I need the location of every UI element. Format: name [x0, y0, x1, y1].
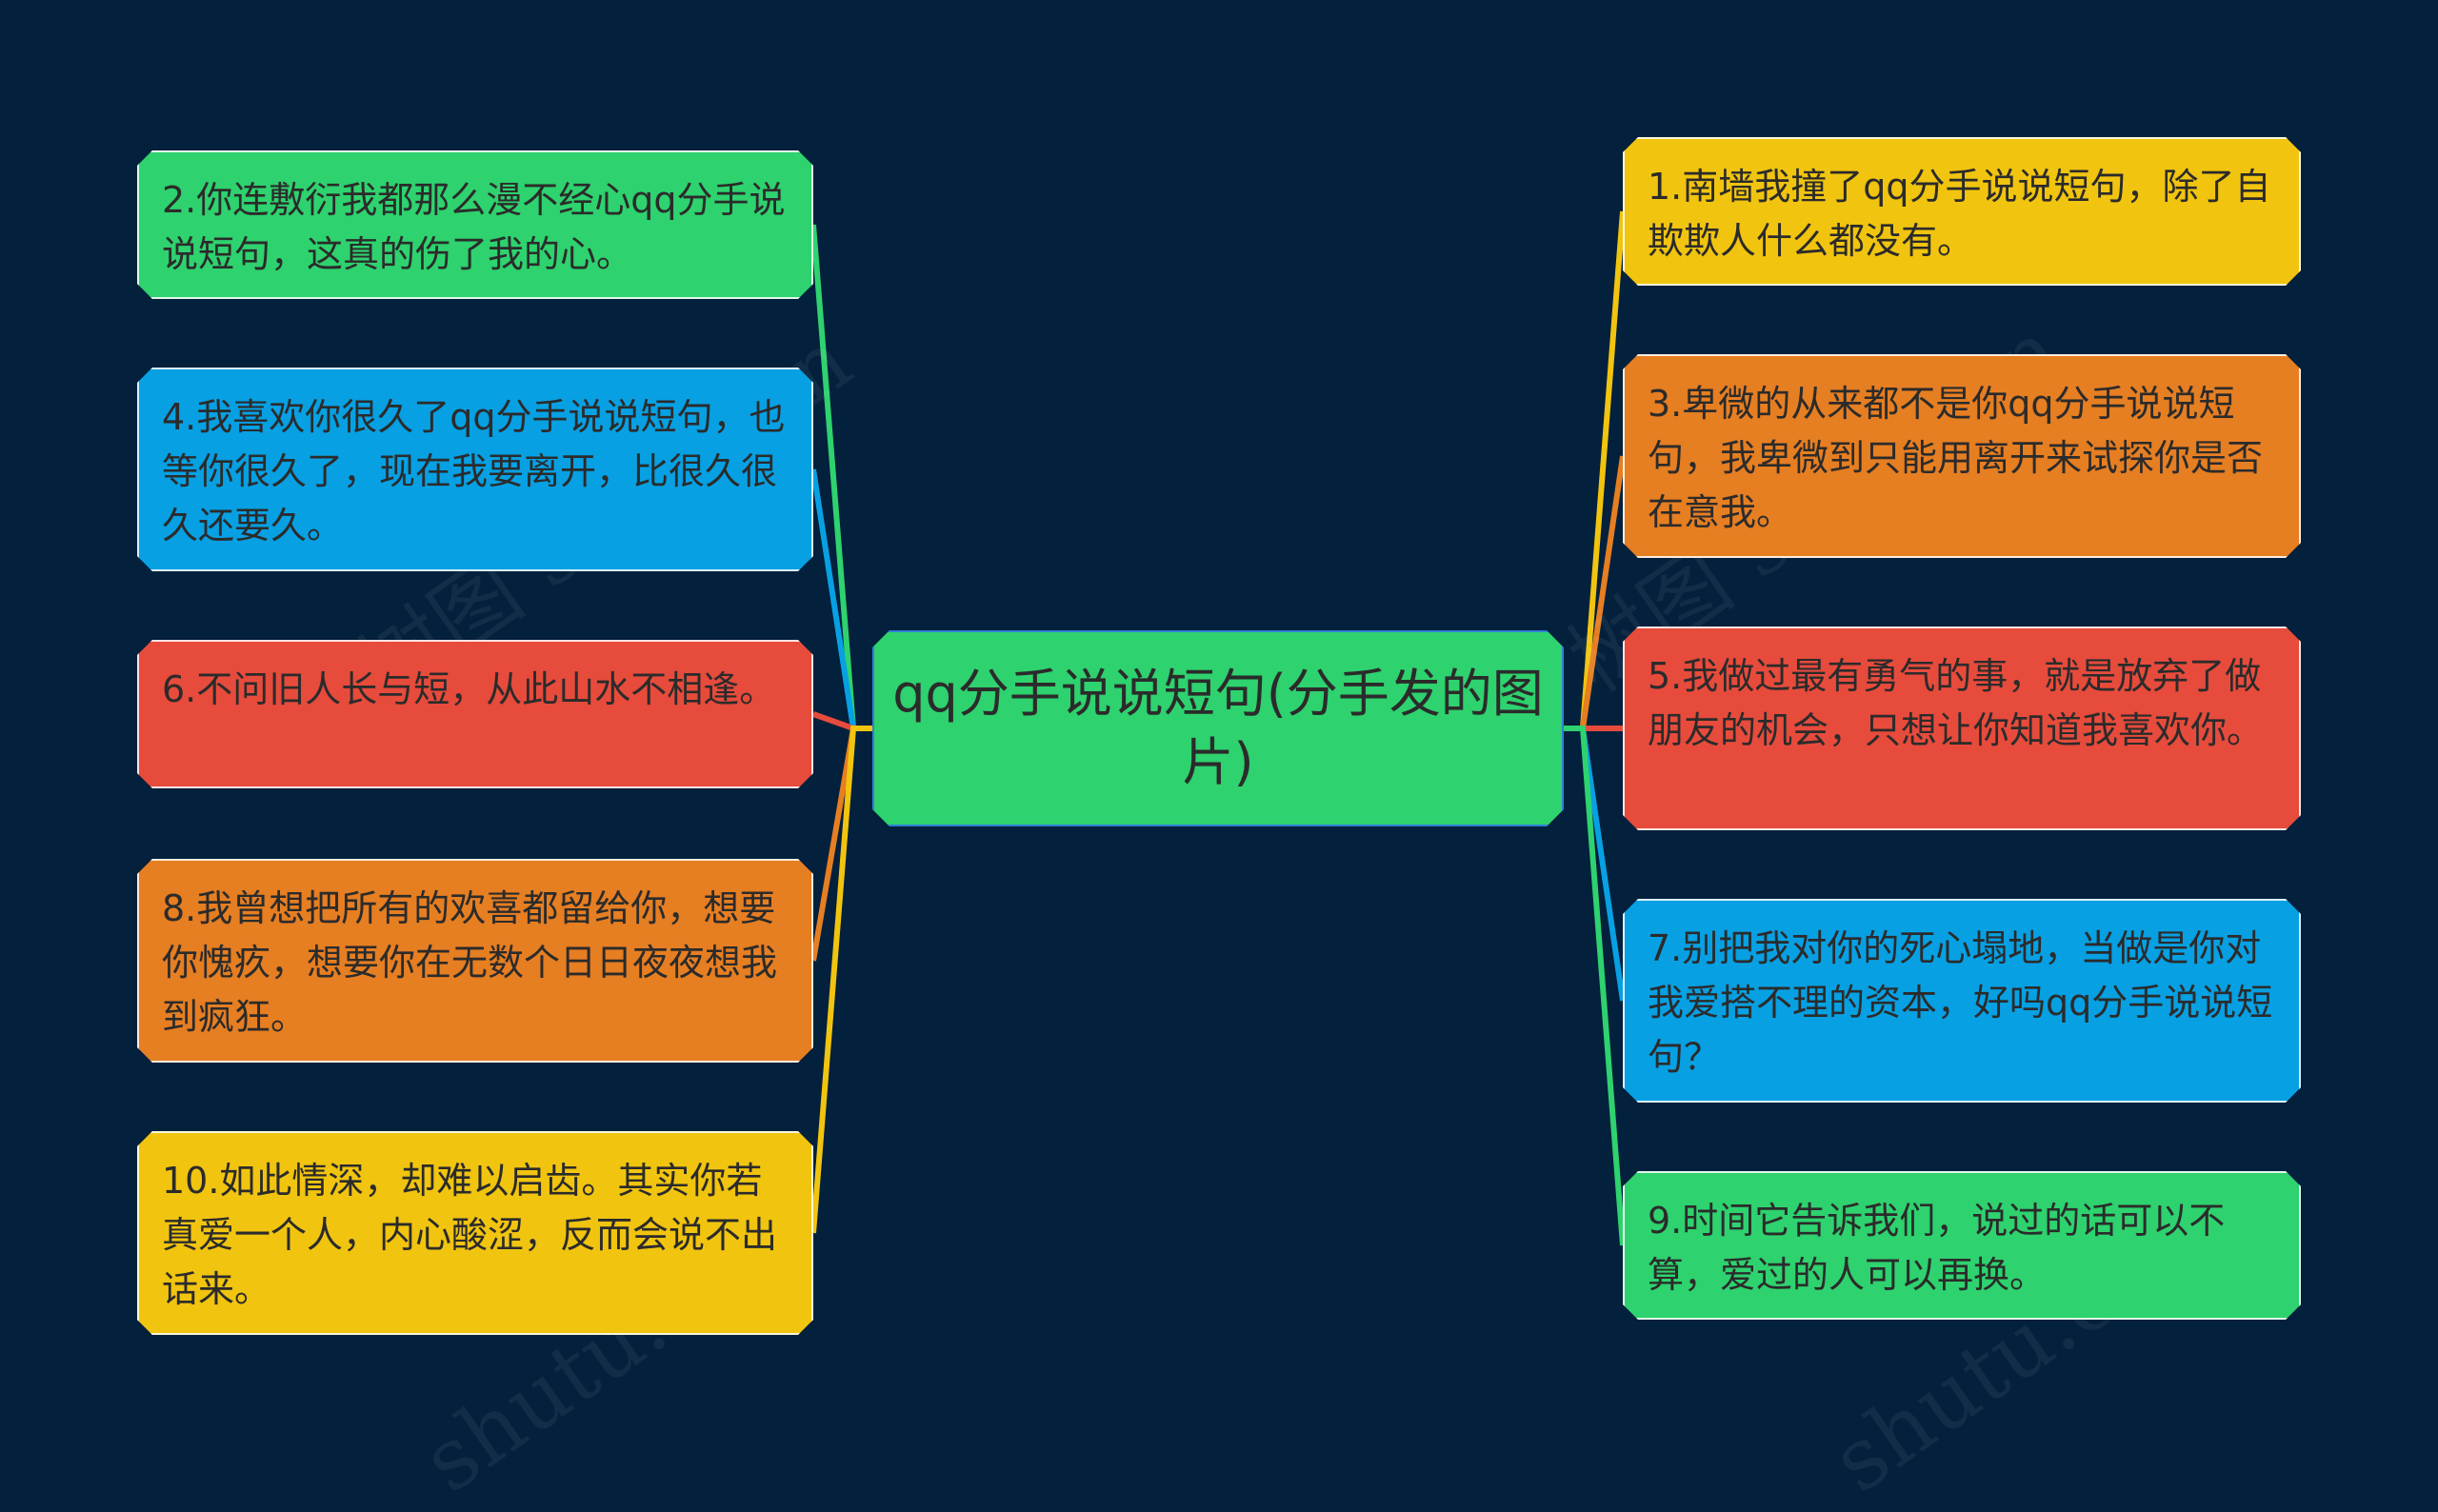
- central-topic-text: qq分手说说短句(分手发的图片): [892, 664, 1544, 792]
- branch-node-3[interactable]: 3.卑微的从来都不是你qq分手说说短句，我卑微到只能用离开来试探你是否在意我。: [1623, 354, 2301, 558]
- branch-node-3-text: 3.卑微的从来都不是你qq分手说说短句，我卑微到只能用离开来试探你是否在意我。: [1648, 383, 2264, 533]
- branch-node-7-text: 7.别把我对你的死心塌地，当做是你对我爱搭不理的资本，好吗qq分手说说短句？: [1648, 927, 2273, 1078]
- branch-node-5[interactable]: 5.我做过最有勇气的事，就是放弃了做朋友的机会，只想让你知道我喜欢你。: [1623, 627, 2301, 830]
- branch-node-1[interactable]: 1.南墙我撞了qq分手说说短句，除了自欺欺人什么都没有。: [1623, 137, 2301, 286]
- branch-node-7[interactable]: 7.别把我对你的死心塌地，当做是你对我爱搭不理的资本，好吗qq分手说说短句？: [1623, 899, 2301, 1103]
- connector-n10: [810, 726, 872, 1234]
- connector-layer: [810, 210, 1626, 1246]
- branch-node-4-text: 4.我喜欢你很久了qq分手说说短句，也等你很久了，现在我要离开，比很久很久还要久…: [162, 396, 786, 547]
- branch-node-9[interactable]: 9.时间它告诉我们，说过的话可以不算，爱过的人可以再换。: [1623, 1171, 2301, 1320]
- branch-node-2-text: 2.你连敷衍我都那么漫不经心qq分手说说短句，这真的伤了我的心。: [162, 179, 786, 275]
- branch-node-4[interactable]: 4.我喜欢你很久了qq分手说说短句，也等你很久了，现在我要离开，比很久很久还要久…: [137, 368, 813, 571]
- branch-node-10[interactable]: 10.如此情深，却难以启齿。其实你若真爱一个人，内心酸涩，反而会说不出话来。: [137, 1131, 813, 1335]
- branch-node-10-text: 10.如此情深，却难以启齿。其实你若真爱一个人，内心酸涩，反而会说不出话来。: [162, 1160, 778, 1310]
- branch-node-5-text: 5.我做过最有勇气的事，就是放弃了做朋友的机会，只想让你知道我喜欢你。: [1648, 655, 2264, 751]
- branch-node-6-text: 6.不问旧人长与短，从此山水不相逢。: [162, 668, 776, 710]
- central-topic[interactable]: qq分手说说短句(分手发的图片): [872, 630, 1564, 826]
- branch-node-8-text: 8.我曾想把所有的欢喜都留给你，想要你愧疚，想要你在无数个日日夜夜想我到疯狂。: [162, 887, 778, 1038]
- branch-node-2[interactable]: 2.你连敷衍我都那么漫不经心qq分手说说短句，这真的伤了我的心。: [137, 150, 813, 299]
- branch-node-6[interactable]: 6.不问旧人长与短，从此山水不相逢。: [137, 640, 813, 788]
- connector-n9: [1564, 726, 1626, 1246]
- branch-node-8[interactable]: 8.我曾想把所有的欢喜都留给你，想要你愧疚，想要你在无数个日日夜夜想我到疯狂。: [137, 859, 813, 1063]
- branch-node-9-text: 9.时间它告诉我们，说过的话可以不算，爱过的人可以再换。: [1648, 1200, 2226, 1296]
- branch-node-1-text: 1.南墙我撞了qq分手说说短句，除了自欺欺人什么都没有。: [1648, 166, 2271, 262]
